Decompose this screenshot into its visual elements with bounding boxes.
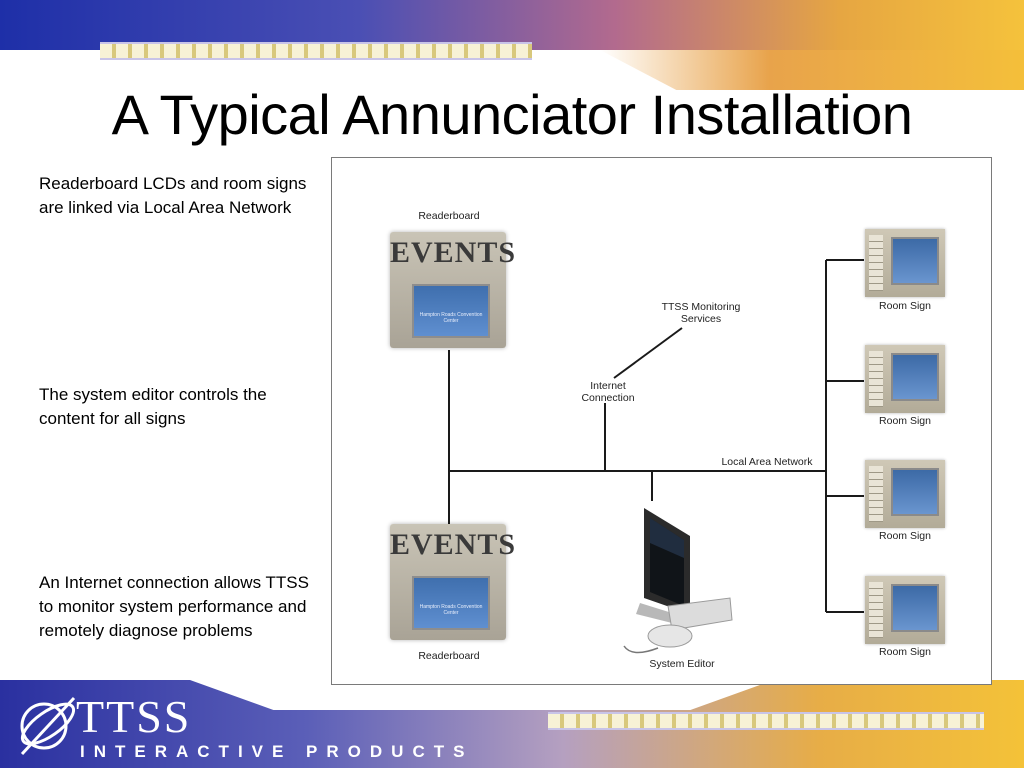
installation-diagram: Readerboard Readerboard TTSS Monitoring … <box>331 157 992 685</box>
lan-label: Local Area Network <box>721 456 813 468</box>
bullet-text-1: Readerboard LCDs and room signs are link… <box>39 174 307 217</box>
internet-label-line2: Connection <box>581 392 635 404</box>
room-sign-4 <box>865 576 945 644</box>
ttss-logo-icon <box>20 696 76 756</box>
readerboard-bottom-screen-text: Hampton Roads Convention Center <box>419 604 483 616</box>
monitoring-services-label: TTSS Monitoring Services <box>641 301 761 325</box>
room-sign-1 <box>865 229 945 297</box>
logo-tagline: INTERACTIVE PRODUCTS <box>80 742 474 761</box>
diagram-connections <box>448 259 864 654</box>
readerboard-top-sign-word: EVENTS <box>390 236 517 269</box>
readerboard-top-screen-text: Hampton Roads Convention Center <box>419 312 483 324</box>
monitoring-label-line1: TTSS Monitoring <box>661 301 741 313</box>
system-editor-label: System Editor <box>649 658 715 670</box>
bullet-text-3: An Internet connection allows TTSS to mo… <box>39 573 309 640</box>
monitoring-link-line <box>613 327 683 379</box>
readerboard-bottom: EVENTS Hampton Roads Convention Center <box>390 524 517 640</box>
internet-connection-label: Internet Connection <box>568 380 648 404</box>
computer-icon <box>623 508 733 654</box>
logo-word: TTSS <box>76 691 192 742</box>
readerboard-bottom-label: Readerboard <box>418 650 480 662</box>
monitoring-label-line2: Services <box>680 313 722 325</box>
room-sign-label-2: Room Sign <box>879 415 931 427</box>
readerboard-top: EVENTS Hampton Roads Convention Center <box>390 232 517 348</box>
bullet-text-2: The system editor controls the content f… <box>39 385 267 428</box>
readerboard-top-label: Readerboard <box>418 210 480 222</box>
bottom-dash-strip <box>548 712 984 730</box>
readerboard-top-screen: Hampton Roads Convention Center <box>412 284 490 338</box>
readerboard-bottom-sign-word: EVENTS <box>390 528 517 561</box>
top-banner-tail <box>600 50 1024 90</box>
room-sign-label-3: Room Sign <box>879 530 931 542</box>
internet-label-line1: Internet <box>590 380 626 392</box>
room-sign-2 <box>865 345 945 413</box>
room-sign-3 <box>865 460 945 528</box>
slide-title: A Typical Annunciator Installation <box>111 83 913 146</box>
readerboard-bottom-screen: Hampton Roads Convention Center <box>412 576 490 630</box>
top-banner <box>0 0 1024 50</box>
room-sign-label-1: Room Sign <box>879 300 931 312</box>
top-dash-strip <box>100 42 532 60</box>
room-sign-label-4: Room Sign <box>879 646 931 658</box>
